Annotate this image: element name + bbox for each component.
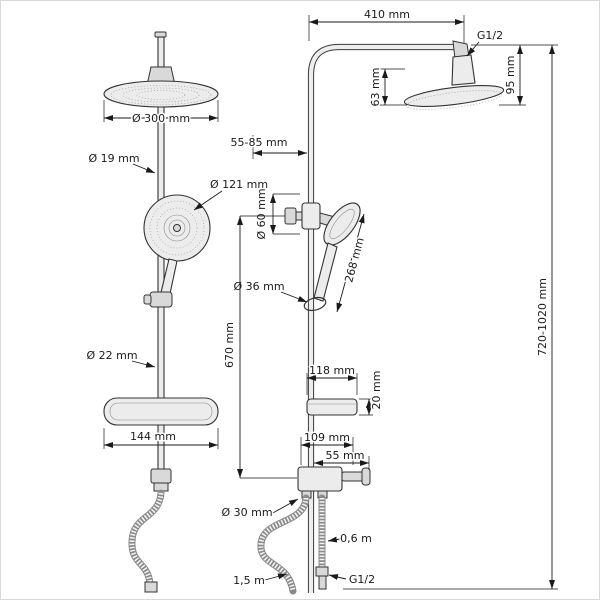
nozzle-ring-middle: [122, 87, 200, 103]
column-pipe-side: [307, 43, 455, 593]
elbow-fitting: [150, 468, 172, 484]
hand-shower-center-ring: [168, 219, 186, 237]
hand-shower-face-ring: [163, 214, 191, 242]
dim-top-thread: G1/2: [477, 29, 503, 42]
diverter-body: [301, 202, 321, 230]
dim-diverter-diameter: Ø 60 mm: [255, 188, 268, 239]
leader-short-hose: [327, 536, 341, 543]
bottom-thread-nipple: [318, 575, 327, 590]
dim-top-arm-length: 410 mm: [364, 8, 410, 21]
slider-knob: [143, 294, 152, 305]
dim-mixer-width: 109 mm: [304, 431, 350, 444]
dim-holder-diameter: Ø 36 mm: [233, 280, 284, 293]
head-joint-side: [451, 54, 476, 86]
nozzle-ring-inner: [136, 90, 186, 100]
long-hose-coils: [258, 497, 309, 592]
hand-shower-center-cap: [173, 224, 181, 232]
rain-shower-head-front: [103, 80, 219, 108]
dim-shelf-width: 144 mm: [130, 430, 176, 443]
leader-holder-diameter: [280, 291, 308, 303]
front-view-dimensions: Ø 300 mm Ø 19 mm Ø 121 mm Ø 22 mm 144 mm: [85, 100, 270, 449]
dim-head-diameter: Ø 300 mm: [132, 112, 190, 125]
leader-bottom-thread: [328, 574, 347, 580]
leader-hand-shower-diameter: [193, 190, 223, 211]
front-view: [103, 31, 219, 593]
hose-end-fitting-front: [144, 581, 158, 593]
dim-pipe-diameter: Ø 19 mm: [88, 152, 139, 165]
dim-mid-section-height: 670 mm: [223, 322, 236, 368]
dim-short-hose-length: 0,6 m: [340, 532, 372, 545]
hand-shower-nozzles-inner: [156, 207, 198, 249]
dim-bottom-thread: G1/2: [349, 573, 375, 586]
leader-top-thread: [466, 41, 480, 57]
dim-lower-pipe-diameter: Ø 22 mm: [86, 349, 137, 362]
ext-head-offset: [471, 44, 558, 106]
shower-hose-front-coils: [129, 492, 164, 584]
dim-shelf-depth: 118 mm: [309, 364, 355, 377]
mixer-handle: [341, 471, 364, 482]
head-underside: [406, 90, 502, 110]
shelf-dish: [109, 402, 213, 421]
dim-long-hose-length: 1,5 m: [233, 574, 265, 587]
dim-handle-length: 55 mm: [326, 449, 365, 462]
dim-head-drop: 63 mm: [369, 68, 382, 107]
ext-mid-section: [240, 215, 297, 479]
nozzle-ring-outer: [110, 85, 212, 105]
bottom-nut: [315, 566, 329, 577]
leader-pipe-diameter: [132, 163, 156, 174]
leader-long-hose: [264, 573, 288, 581]
top-cap: [154, 31, 167, 38]
hand-shower-handle-side: [313, 242, 338, 302]
rain-shower-head-side: [403, 85, 505, 107]
top-rod: [157, 36, 165, 68]
side-view: [257, 40, 505, 595]
dim-wall-distance: 55-85 mm: [231, 136, 288, 149]
dim-hose-connector-diameter: Ø 30 mm: [221, 506, 272, 519]
leader-hose-connector: [270, 498, 299, 515]
dim-shelf-thickness: 20 mm: [370, 371, 383, 410]
dim-hand-shower-diameter: Ø 121 mm: [210, 178, 268, 191]
slider-bracket: [149, 291, 173, 308]
mixer-body: [297, 466, 343, 492]
shelf-front: [103, 397, 219, 426]
leader-lower-pipe-diameter: [131, 360, 156, 368]
mixer-handle-knob: [361, 467, 371, 486]
diverter-knob: [284, 207, 297, 225]
ext-head-drop: [377, 68, 407, 106]
ext-diverter-diameter: [273, 193, 300, 235]
side-view-dimensions: 410 mm G1/2 95 mm 63 mm 720-1020 mm 55-8…: [220, 7, 558, 590]
hand-shower-nozzles-outer: [149, 200, 205, 256]
dimline-hand-shower-length: [336, 213, 365, 313]
holder-ring: [303, 296, 327, 312]
dim-hand-shower-length: 268 mm: [342, 236, 366, 284]
column-pipe-side-inner: [308, 44, 455, 593]
shelf-side: [306, 398, 358, 416]
dim-head-offset-height: 95 mm: [504, 56, 517, 95]
dim-overall-height: 720-1020 mm: [536, 278, 549, 356]
